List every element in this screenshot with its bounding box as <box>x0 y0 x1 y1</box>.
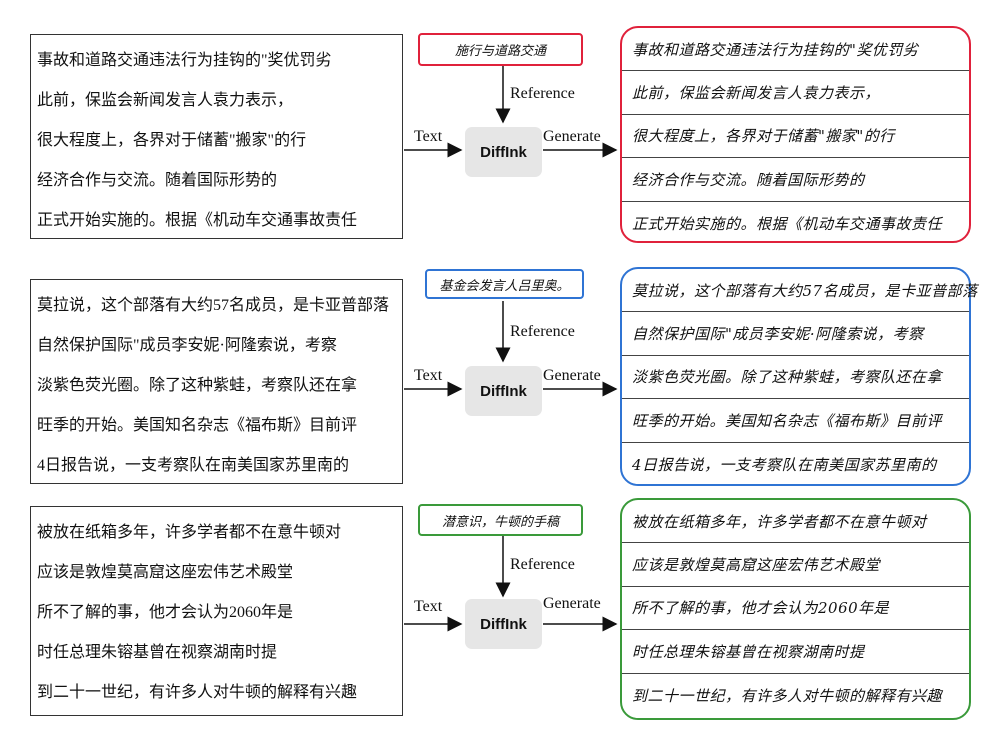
input-text-box: 莫拉说，这个部落有大约57名成员，是卡亚普部落 自然保护国际"成员李安妮·阿隆索… <box>30 279 403 484</box>
generated-line: 4日报告说，一支考察队在南美国家苏里南的 <box>632 455 937 474</box>
input-text-box: 被放在纸箱多年，许多学者都不在意牛顿对 应该是敦煌莫高窟这座宏伟艺术殿堂 所不了… <box>30 506 403 716</box>
input-text-line: 莫拉说，这个部落有大约57名成员，是卡亚普部落 <box>37 297 390 314</box>
generated-handwriting-box: 事故和道路交通违法行为挂钩的"奖优罚劣 此前，保监会新闻发言人袁力表示， 很大程… <box>620 26 971 243</box>
reference-label: Reference <box>510 323 575 340</box>
generate-label: Generate <box>543 367 601 384</box>
generated-line: 莫拉说，这个部落有大约57名成员，是卡亚普部落 <box>622 269 977 313</box>
generated-line: 时任总理朱镕基曾在视察湖南时提 <box>622 630 969 674</box>
generated-line: 所不了解的事，他才会认为2060年是 <box>622 587 969 631</box>
text-label: Text <box>414 367 443 384</box>
generated-line: 旺季的开始。美国知名杂志《福布斯》目前评 <box>622 399 969 443</box>
input-text-line: 正式开始实施的。根据《机动车交通事故责任 <box>37 212 358 229</box>
text-label: Text <box>414 598 443 615</box>
flow-arrows <box>404 535 618 632</box>
generate-label: Generate <box>543 128 601 145</box>
generated-line: 到二十一世纪，有许多人对牛顿的解释有兴趣 <box>632 686 943 705</box>
generated-line: 此前，保监会新闻发言人袁力表示， <box>622 71 969 115</box>
generated-line: 自然保护国际"成员李安妮·阿隆索说，考察 <box>622 312 969 356</box>
reference-style-sample: 潜意识，牛顿的手稿 <box>418 504 583 536</box>
reference-label: Reference <box>510 556 575 573</box>
reference-label: Reference <box>510 85 575 102</box>
example-row-3: 被放在纸箱多年，许多学者都不在意牛顿对 应该是敦煌莫高窟这座宏伟艺术殿堂 所不了… <box>0 488 996 733</box>
generated-line: 经济合作与交流。随着国际形势的 <box>622 158 969 202</box>
reference-style-sample: 施行与道路交通 <box>418 33 583 66</box>
input-text-line: 自然保护国际"成员李安妮·阿隆索说，考察 <box>37 337 337 354</box>
input-text-line: 此前，保监会新闻发言人袁力表示， <box>37 92 294 109</box>
example-row-2: 莫拉说，这个部落有大约57名成员，是卡亚普部落 自然保护国际"成员李安妮·阿隆索… <box>0 243 996 488</box>
input-text-line: 被放在纸箱多年，许多学者都不在意牛顿对 <box>37 524 342 541</box>
input-text-line: 到二十一世纪，有许多人对牛顿的解释有兴趣 <box>37 684 358 701</box>
input-text-line: 经济合作与交流。随着国际形势的 <box>37 172 278 189</box>
generated-handwriting-box: 被放在纸箱多年，许多学者都不在意牛顿对 应该是敦煌莫高窟这座宏伟艺术殿堂 所不了… <box>620 498 971 720</box>
input-text-line: 4日报告说，一支考察队在南美国家苏里南的 <box>37 457 350 474</box>
generated-line: 被放在纸箱多年，许多学者都不在意牛顿对 <box>622 500 969 544</box>
input-text-line: 淡紫色荧光圈。除了这种紫蛙，考察队还在拿 <box>37 377 358 394</box>
input-text-line: 所不了解的事，他才会认为2060年是 <box>37 604 294 621</box>
input-text-line: 应该是敦煌莫高窟这座宏伟艺术殿堂 <box>37 564 294 581</box>
input-text-line: 很大程度上，各界对于储蓄"搬家"的行 <box>37 132 307 149</box>
reference-style-sample: 基金会发言人吕里奥。 <box>425 269 584 299</box>
generated-line: 应该是敦煌莫高窟这座宏伟艺术殿堂 <box>622 543 969 587</box>
input-text-line: 旺季的开始。美国知名杂志《福布斯》目前评 <box>37 417 358 434</box>
input-text-box: 事故和道路交通违法行为挂钩的"奖优罚劣 此前，保监会新闻发言人袁力表示， 很大程… <box>30 34 403 239</box>
diffink-model-block: DiffInk <box>465 599 542 649</box>
input-text-line: 事故和道路交通违法行为挂钩的"奖优罚劣 <box>37 52 332 69</box>
generated-handwriting-box: 莫拉说，这个部落有大约57名成员，是卡亚普部落 自然保护国际"成员李安妮·阿隆索… <box>620 267 977 486</box>
flow-arrows <box>404 66 618 158</box>
text-label: Text <box>414 128 443 145</box>
diffink-model-block: DiffInk <box>465 366 542 416</box>
generated-line: 淡紫色荧光圈。除了这种紫蛙，考察队还在拿 <box>622 356 969 400</box>
example-row-1: 事故和道路交通违法行为挂钩的"奖优罚劣 此前，保监会新闻发言人袁力表示， 很大程… <box>0 0 996 245</box>
generate-label: Generate <box>543 595 601 612</box>
diffink-model-block: DiffInk <box>465 127 542 177</box>
flow-arrows <box>404 301 618 397</box>
generated-line: 正式开始实施的。根据《机动车交通事故责任 <box>632 214 943 233</box>
input-text-line: 时任总理朱镕基曾在视察湖南时提 <box>37 644 278 661</box>
generated-line: 事故和道路交通违法行为挂钩的"奖优罚劣 <box>622 28 969 72</box>
generated-line: 很大程度上，各界对于储蓄"搬家"的行 <box>622 115 969 159</box>
